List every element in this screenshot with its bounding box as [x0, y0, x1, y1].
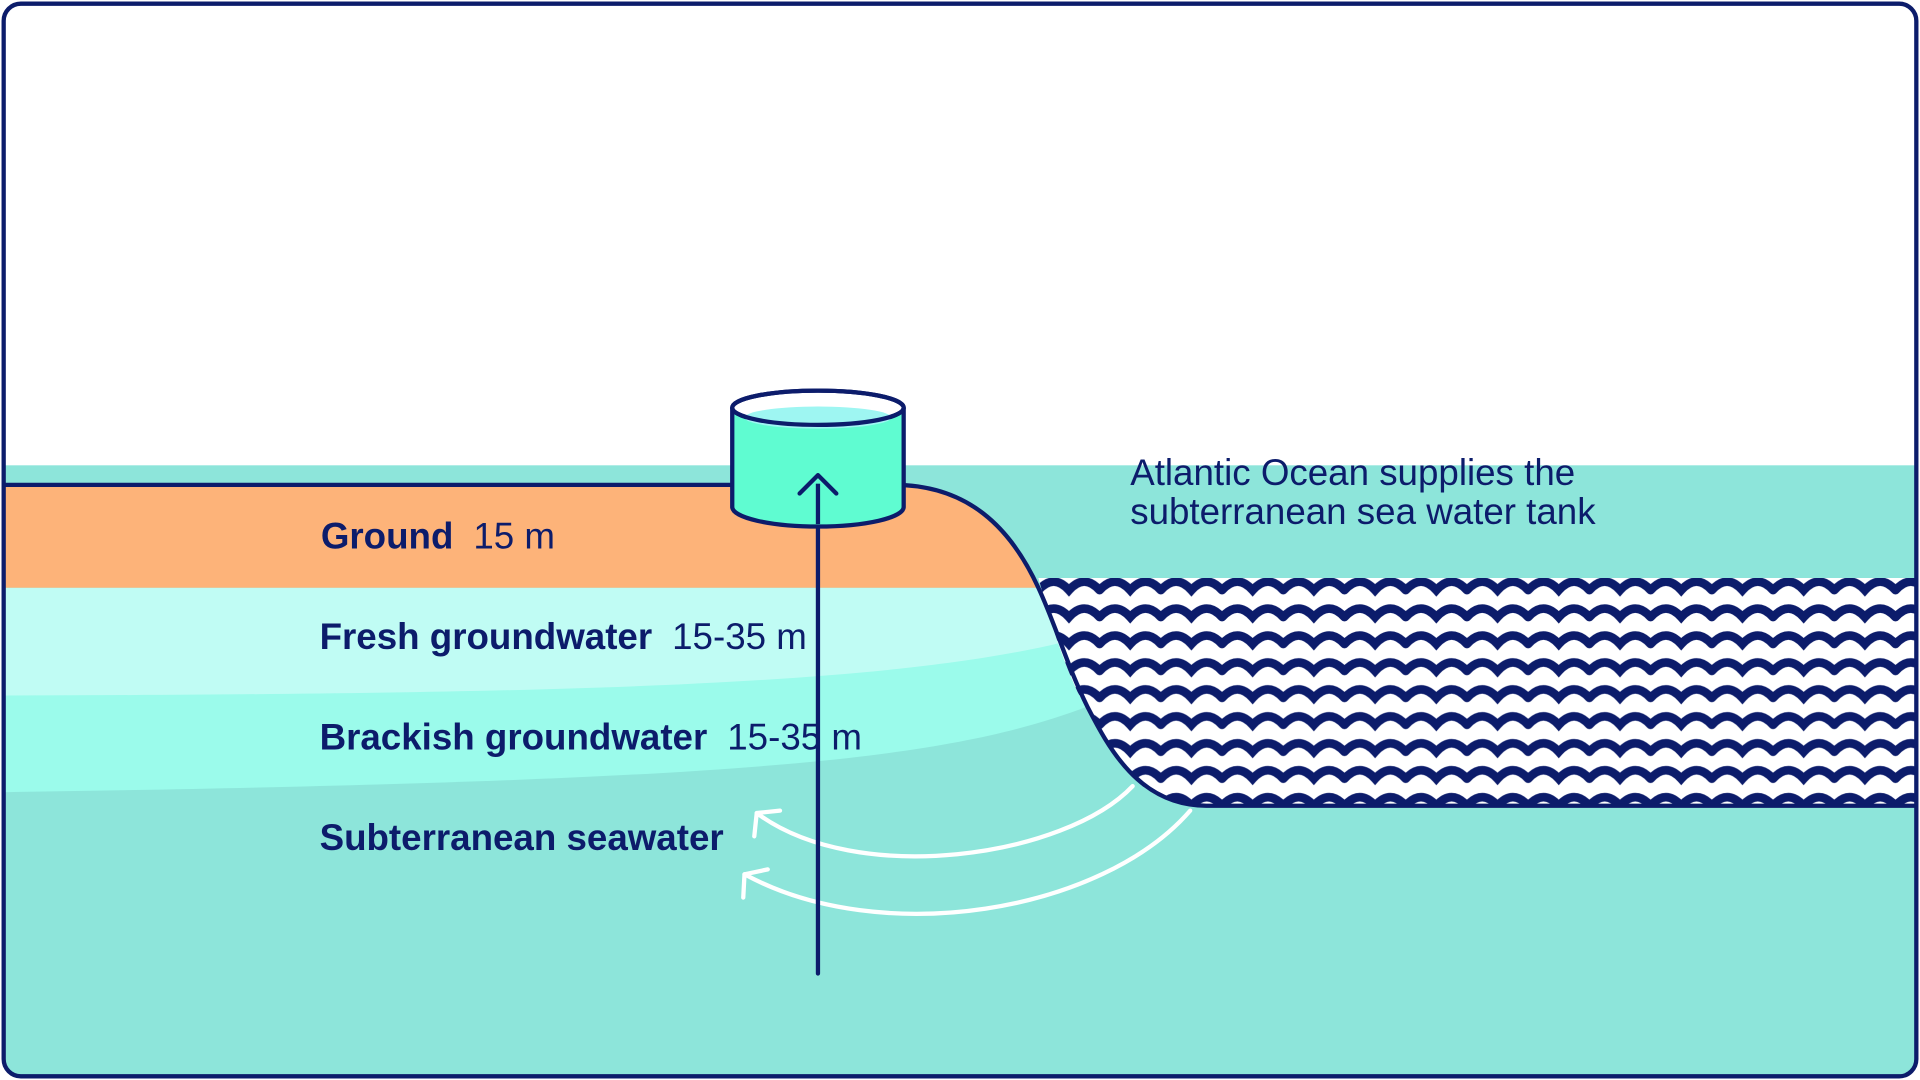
- coastline: [3, 482, 1917, 808]
- fresh-groundwater-label: Fresh groundwater 15-35 m: [320, 616, 807, 657]
- fresh-layer: [3, 587, 1061, 696]
- brackish-groundwater-depth: 15-35 m: [727, 716, 862, 757]
- fresh-groundwater-depth: 15-35 m: [672, 616, 807, 657]
- subterranean-seawater-label: Subterranean seawater: [320, 817, 724, 858]
- ground-label: Ground 15 m: [321, 516, 555, 557]
- flow-arrows: [741, 783, 1193, 916]
- cylindrical-tank-icon: [730, 388, 906, 529]
- fresh-groundwater-name: Fresh groundwater: [320, 616, 653, 657]
- ocean-label-line1: Atlantic Ocean supplies the: [1130, 452, 1575, 493]
- brackish-groundwater-name: Brackish groundwater: [320, 716, 708, 757]
- subterranean-seawater-name: Subterranean seawater: [320, 817, 724, 858]
- ground-depth: 15 m: [473, 516, 555, 557]
- ground-name: Ground: [321, 516, 454, 557]
- brackish-groundwater-label: Brackish groundwater 15-35 m: [320, 716, 862, 757]
- ocean-label-line2: subterranean sea water tank: [1130, 491, 1596, 532]
